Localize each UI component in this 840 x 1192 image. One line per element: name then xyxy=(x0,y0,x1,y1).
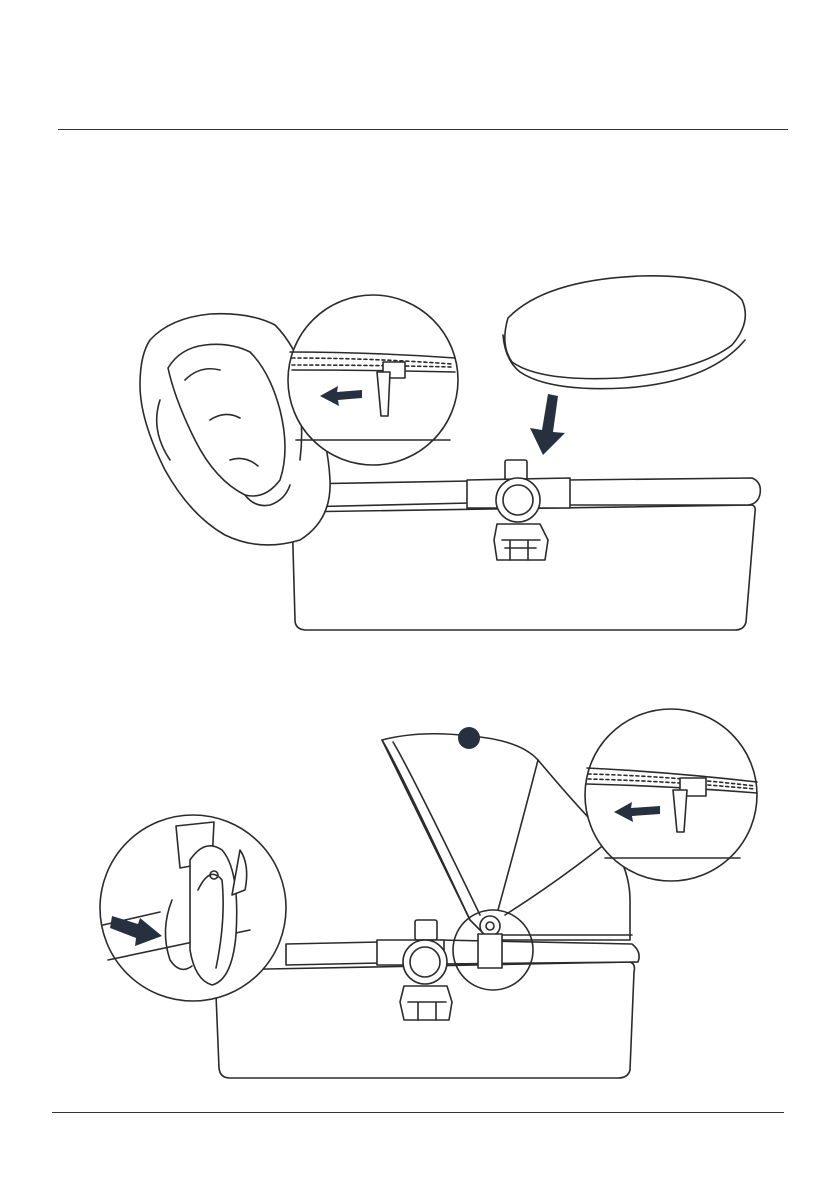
clip-detail-callout xyxy=(100,815,286,1001)
zipper-detail-callout xyxy=(585,709,757,881)
marker-dot-icon xyxy=(458,727,480,749)
